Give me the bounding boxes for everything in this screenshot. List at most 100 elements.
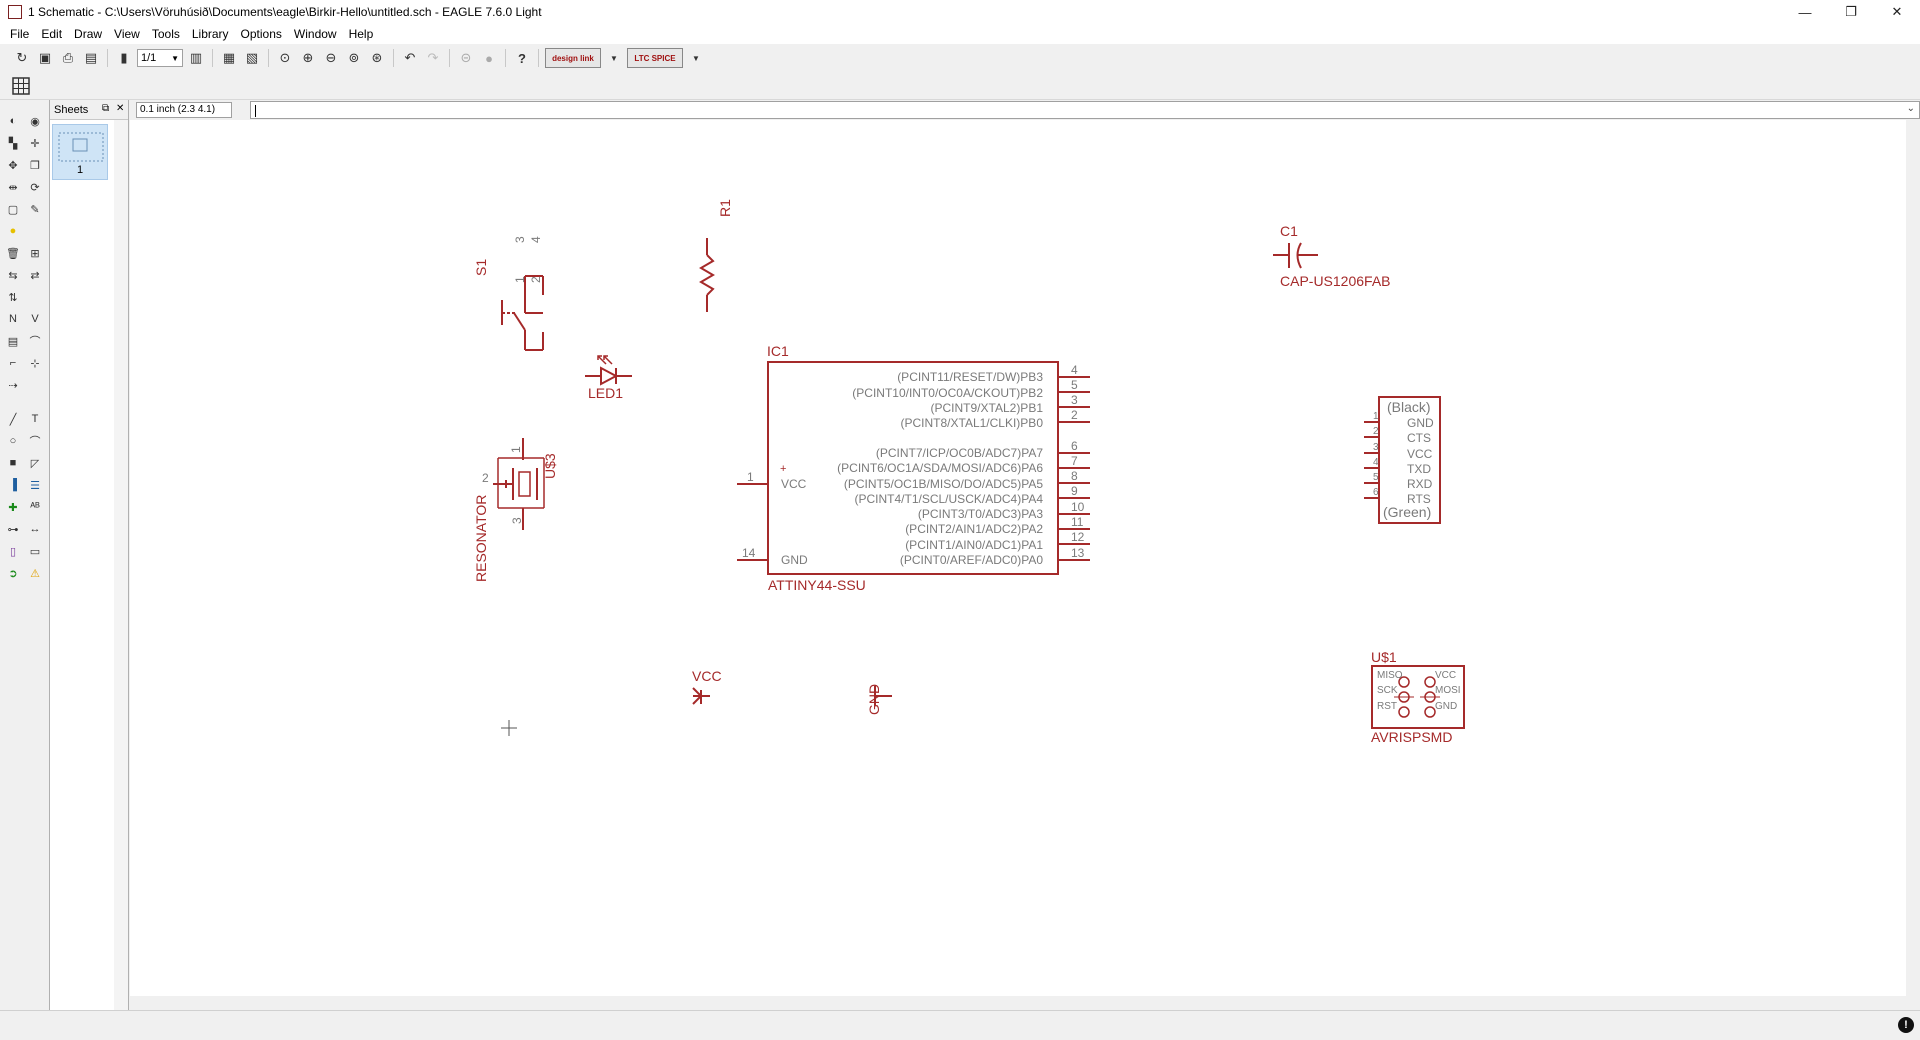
label-icon[interactable]: ᴬᴮ	[30, 501, 40, 513]
sheet-select[interactable]: 1/1▼	[137, 49, 183, 67]
bus-icon[interactable]: ▐	[9, 479, 17, 491]
board-icon[interactable]: ▥	[189, 50, 203, 65]
status-info-icon[interactable]: !	[1898, 1017, 1914, 1033]
sheets-scrollbar[interactable]	[114, 120, 128, 1010]
circle-icon[interactable]: ○	[9, 435, 17, 447]
ltspice-button[interactable]: LTC SPICE	[627, 48, 683, 68]
menu-file[interactable]: File	[10, 27, 30, 41]
u1-pin-gnd: GND	[1435, 701, 1457, 712]
value-icon[interactable]: V	[31, 313, 39, 325]
open-icon[interactable]: ↻	[16, 50, 28, 65]
rotate-icon[interactable]: ⟳	[30, 181, 40, 194]
name-icon[interactable]: N	[9, 313, 17, 325]
polygon-icon[interactable]: ◸	[30, 457, 40, 470]
chevron-down-icon: ▼	[171, 53, 179, 63]
menu-help[interactable]: Help	[348, 27, 374, 41]
zoom-in-icon[interactable]: ⊕	[302, 50, 314, 65]
print-icon[interactable]: ⎙	[62, 50, 74, 65]
save-icon[interactable]: ▣	[38, 50, 52, 65]
capacitor-c1[interactable]	[1273, 242, 1318, 269]
maximize-button[interactable]: ❐	[1845, 4, 1857, 19]
erc-icon[interactable]: ➲	[8, 567, 18, 580]
menu-options[interactable]: Options	[240, 27, 282, 41]
smash-icon[interactable]: ▤	[7, 335, 19, 348]
redo-icon[interactable]: ↷	[427, 50, 439, 65]
ftdi-pin-num: 4	[1373, 457, 1379, 468]
vcc-supply-symbol[interactable]	[692, 687, 710, 705]
zoom-select-icon[interactable]: ⊛	[371, 50, 383, 65]
rectangle-icon[interactable]: ■	[9, 457, 17, 469]
menu-view[interactable]: View	[114, 27, 140, 41]
led-led1[interactable]	[585, 355, 632, 386]
zoom-redraw-icon[interactable]: ⊚	[348, 50, 360, 65]
delete-icon[interactable]: 🗑	[6, 247, 20, 260]
close-icon[interactable]: ✕	[116, 103, 125, 114]
ic1-pin-label: (PCINT9/XTAL2)PB1	[931, 401, 1044, 415]
invoke-icon[interactable]: ⊹	[30, 357, 40, 370]
menu-library[interactable]: Library	[191, 27, 229, 41]
copy-icon[interactable]: ❐	[30, 159, 40, 172]
schematic-canvas[interactable]: R1 S1 C1 CAP-US1206FAB LED1 U$3 RESONATO…	[130, 120, 1906, 996]
change-icon[interactable]: ✎	[30, 203, 40, 216]
group-icon[interactable]: ▢	[7, 203, 19, 216]
dimension-icon[interactable]: ↔	[29, 523, 41, 535]
go-icon[interactable]: ●	[485, 50, 493, 66]
script-icon[interactable]: ▦	[222, 50, 236, 65]
display-icon[interactable]: ▚	[8, 137, 18, 150]
menu-window[interactable]: Window	[293, 27, 337, 41]
add-icon[interactable]: ⊞	[30, 247, 40, 260]
ftdi-header[interactable]	[1364, 396, 1441, 524]
stop-icon[interactable]: ⊝	[460, 50, 472, 65]
wire-icon[interactable]: ╱	[9, 413, 17, 426]
info-icon[interactable]: ◐	[9, 115, 17, 127]
move-icon[interactable]: ✥	[8, 159, 18, 172]
horizontal-scrollbar[interactable]	[130, 996, 1906, 1010]
show-icon[interactable]: ◉	[30, 115, 40, 128]
menu-draw[interactable]: Draw	[74, 27, 103, 41]
design-link-button[interactable]: design link	[545, 48, 601, 68]
grid-icon[interactable]	[12, 77, 30, 95]
vertical-scrollbar[interactable]	[1906, 120, 1920, 996]
resonator-u3[interactable]	[493, 438, 545, 530]
paste-icon[interactable]: ●	[9, 225, 17, 237]
undo-icon[interactable]: ↶	[404, 50, 416, 65]
cam-processor-icon[interactable]: ▤	[84, 50, 98, 65]
optimize-icon[interactable]: ⇢	[8, 379, 18, 392]
gnd-supply-symbol[interactable]	[874, 686, 892, 706]
warning-icon[interactable]: ⚠	[30, 567, 40, 580]
sheet-icon[interactable]: ▮	[120, 50, 128, 65]
split-icon[interactable]: ⌐	[9, 357, 17, 369]
minimize-button[interactable]: —	[1798, 4, 1812, 20]
junction-icon[interactable]: ✚	[8, 501, 18, 514]
pinswap-icon[interactable]: ⇆	[8, 269, 18, 282]
zoom-out-icon[interactable]: ⊖	[325, 50, 337, 65]
float-icon[interactable]: ⧉	[102, 103, 110, 114]
net-icon[interactable]: ☰	[30, 479, 40, 492]
switch-s1[interactable]	[501, 275, 544, 351]
command-line-input[interactable]: ⌄	[250, 101, 1920, 119]
help-icon[interactable]: ?	[518, 50, 526, 66]
menu-tools[interactable]: Tools	[151, 27, 180, 41]
menu-edit[interactable]: Edit	[41, 27, 63, 41]
sheet-thumbnail[interactable]	[52, 124, 108, 180]
close-button[interactable]: ✕	[1891, 4, 1903, 19]
ulp-icon[interactable]: ▧	[245, 50, 259, 65]
arc-icon[interactable]: ⌒	[29, 436, 41, 448]
chevron-down-icon[interactable]: ▼	[610, 53, 618, 63]
mirror-icon[interactable]: ⇹	[8, 181, 18, 194]
gateswap-icon[interactable]: ⇄	[30, 269, 40, 282]
resistor-r1[interactable]	[699, 238, 715, 312]
chevron-down-icon[interactable]: ⌄	[1906, 103, 1915, 114]
main-toolbar: ↻ ▣ ⎙ ▤ ▮ 1/1▼ ▥ ▦ ▧ ⊙ ⊕ ⊖ ⊚ ⊛ ↶ ↷ ⊝ ● ?…	[0, 44, 1920, 72]
attribute-icon[interactable]: ⊶	[7, 523, 19, 536]
zoom-fit-icon[interactable]: ⊙	[279, 50, 291, 65]
ic-ic1[interactable]	[737, 361, 1090, 575]
avrisp-header-u1[interactable]	[1371, 665, 1465, 729]
module-icon[interactable]: ▭	[29, 545, 41, 558]
chevron-down-icon[interactable]: ▼	[692, 53, 700, 63]
text-icon[interactable]: T	[31, 413, 39, 425]
replace-icon[interactable]: ⇅	[8, 291, 18, 304]
mark-icon[interactable]: ✛	[30, 137, 40, 150]
frame-icon[interactable]: ▯	[9, 545, 17, 558]
miter-icon[interactable]: ⌒	[29, 336, 41, 348]
